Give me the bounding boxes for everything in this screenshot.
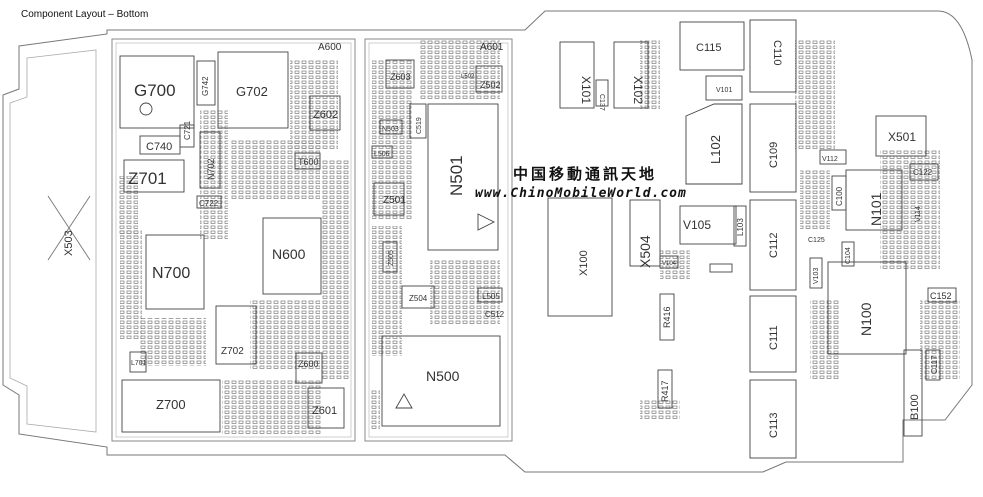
shield-a601	[364, 38, 513, 442]
label-c113: C113	[768, 413, 780, 438]
label-c512: C512	[485, 310, 505, 319]
label-n600: N600	[272, 246, 306, 262]
label-v103: V103	[813, 268, 820, 284]
label-z701: Z701	[128, 169, 167, 188]
label-v104: V104	[662, 261, 677, 267]
label-x501: X501	[888, 130, 916, 144]
label-c104: C104	[845, 247, 852, 264]
label-c722: C722	[199, 199, 219, 208]
label-x503: X503	[63, 230, 75, 256]
label-x100: X100	[578, 250, 590, 276]
label-v112: V112	[822, 156, 838, 163]
label-c100: C100	[835, 186, 844, 206]
page-title: Component Layout – Bottom	[21, 9, 149, 20]
label-n101: N101	[868, 192, 884, 226]
label-l701: L701	[131, 360, 147, 367]
label-c152: C152	[930, 291, 952, 301]
a600-components	[119, 51, 345, 433]
label-c111: C111	[768, 325, 780, 350]
center-components	[547, 19, 797, 459]
label-l505: L505	[482, 292, 500, 301]
x503-crossed	[47, 195, 91, 261]
label-c112: C112	[768, 233, 780, 258]
label-x102: X102	[631, 76, 645, 104]
section-label-a601: A601	[480, 42, 504, 53]
label-z702: Z702	[221, 346, 244, 357]
label-z505: Z505	[388, 250, 395, 266]
label-b100: B100	[909, 394, 921, 420]
label-c721: C721	[183, 120, 192, 140]
a601-labels: Z603 Z502 N503 C519 N501 Z501 L506 Z505 …	[374, 72, 505, 384]
center-labels: X101 X102 C137 C115 V101 L102 X100 X504 …	[578, 40, 783, 438]
a600-labels: G700 G702 G742 C740 C721 N702 Z602 T600 …	[128, 76, 338, 417]
label-l506: L506	[374, 151, 390, 158]
right-labels: X501 C122 V112 N101 C100 V114 V103 C104 …	[808, 130, 952, 420]
label-n500: N500	[426, 368, 460, 384]
shield-a600-inner	[115, 42, 352, 438]
watermark-url: www.ChinoMobileWorld.com	[475, 186, 687, 201]
label-l103: L103	[736, 218, 745, 236]
label-n503: N503	[382, 126, 399, 133]
label-n100: N100	[858, 302, 874, 336]
label-c109: C109	[768, 142, 780, 168]
section-label-a600: A600	[318, 42, 342, 53]
label-z504: Z504	[409, 294, 428, 303]
label-z700: Z700	[156, 397, 186, 412]
label-r416: R416	[662, 306, 672, 328]
label-x504: X504	[637, 235, 653, 268]
label-n700: N700	[152, 265, 190, 282]
right-components	[809, 115, 957, 437]
label-z600: Z600	[298, 359, 319, 369]
label-g700: G700	[134, 81, 176, 100]
label-g742: G742	[201, 76, 210, 96]
label-r417: R417	[660, 380, 670, 402]
label-c740: C740	[146, 141, 172, 153]
label-c122: C122	[913, 168, 933, 177]
label-c115: C115	[696, 42, 721, 54]
board-edge-inner	[9, 49, 97, 433]
a601-components	[371, 59, 503, 427]
label-v105: V105	[683, 218, 711, 232]
label-x101: X101	[579, 76, 593, 104]
label-z501: Z501	[383, 195, 406, 206]
label-n702: N702	[206, 158, 216, 180]
label-c137: C137	[598, 94, 605, 111]
label-v101: V101	[716, 87, 732, 94]
label-c519: C519	[416, 117, 423, 134]
label-c117: C117	[930, 355, 939, 374]
label-v114: V114	[915, 206, 922, 222]
label-l502: L502	[461, 74, 475, 80]
watermark-chinese: 中国移動通訊天地	[513, 165, 658, 183]
label-z601: Z601	[312, 405, 337, 417]
smd-fields	[118, 40, 960, 435]
shield-a600	[111, 38, 356, 442]
label-c125: C125	[808, 237, 825, 244]
label-z603: Z603	[390, 72, 411, 82]
label-z602: Z602	[313, 109, 338, 121]
label-t600: T600	[298, 157, 319, 167]
label-n501: N501	[447, 155, 466, 196]
label-c110: C110	[771, 40, 783, 65]
label-g702: G702	[236, 84, 268, 99]
label-l102: L102	[708, 135, 723, 164]
board-outline	[2, 10, 973, 473]
label-z502: Z502	[480, 80, 501, 90]
